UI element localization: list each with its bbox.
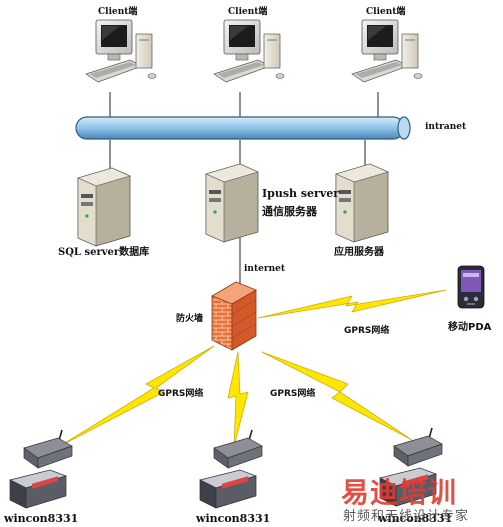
device-1-label: wincon8331 xyxy=(4,512,79,525)
ipush-server-label-line2: 通信服务器 xyxy=(262,205,317,218)
device-3-label: wincon8331 xyxy=(378,512,453,525)
wincon-controller-icon xyxy=(8,429,73,509)
client-1-label: Client端 xyxy=(98,7,138,17)
gprs-label-left: GPRS网络 xyxy=(158,389,204,399)
wincon-controller-icon xyxy=(198,429,263,509)
pda-device-icon xyxy=(457,265,485,309)
firewall-label: 防火墙 xyxy=(176,314,204,324)
app-server-label: 应用服务器 xyxy=(334,247,384,258)
internet-label: internet xyxy=(244,264,286,274)
intranet-bus xyxy=(75,116,411,140)
sql-server-label: SQL server数据库 xyxy=(58,247,150,258)
gprs-links xyxy=(59,289,447,447)
client-computer-icon xyxy=(351,19,423,83)
client-2-label: Client端 xyxy=(228,7,268,17)
watermark-title: 易迪培训 xyxy=(341,476,458,509)
client-computer-icon xyxy=(213,19,285,83)
client-3-label: Client端 xyxy=(366,7,406,17)
brick-firewall-icon xyxy=(211,281,257,351)
application-server-tower-icon xyxy=(335,163,389,243)
lightning-bolt-icon xyxy=(227,351,249,447)
ipush-server-label-line1: Ipush server xyxy=(262,187,340,200)
wincon-controller-icon xyxy=(378,427,443,507)
intranet-label: intranet xyxy=(425,122,467,132)
lightning-bolt-icon xyxy=(257,289,447,319)
ipush-server-tower-icon xyxy=(205,163,259,243)
sql-server-tower-icon xyxy=(77,167,131,247)
client-computer-icon xyxy=(85,19,157,83)
pda-label: 移动PDA xyxy=(448,322,492,333)
watermark-subtitle: 射频和天线设计专家 xyxy=(343,509,470,524)
device-2-label: wincon8331 xyxy=(196,512,271,525)
lightning-bolt-icon xyxy=(261,351,413,441)
watermark: 易迪培训 射频和天线设计专家 xyxy=(335,471,499,525)
gprs-label-right: GPRS网络 xyxy=(270,389,316,399)
gprs-label-pda: GPRS网络 xyxy=(344,326,390,336)
